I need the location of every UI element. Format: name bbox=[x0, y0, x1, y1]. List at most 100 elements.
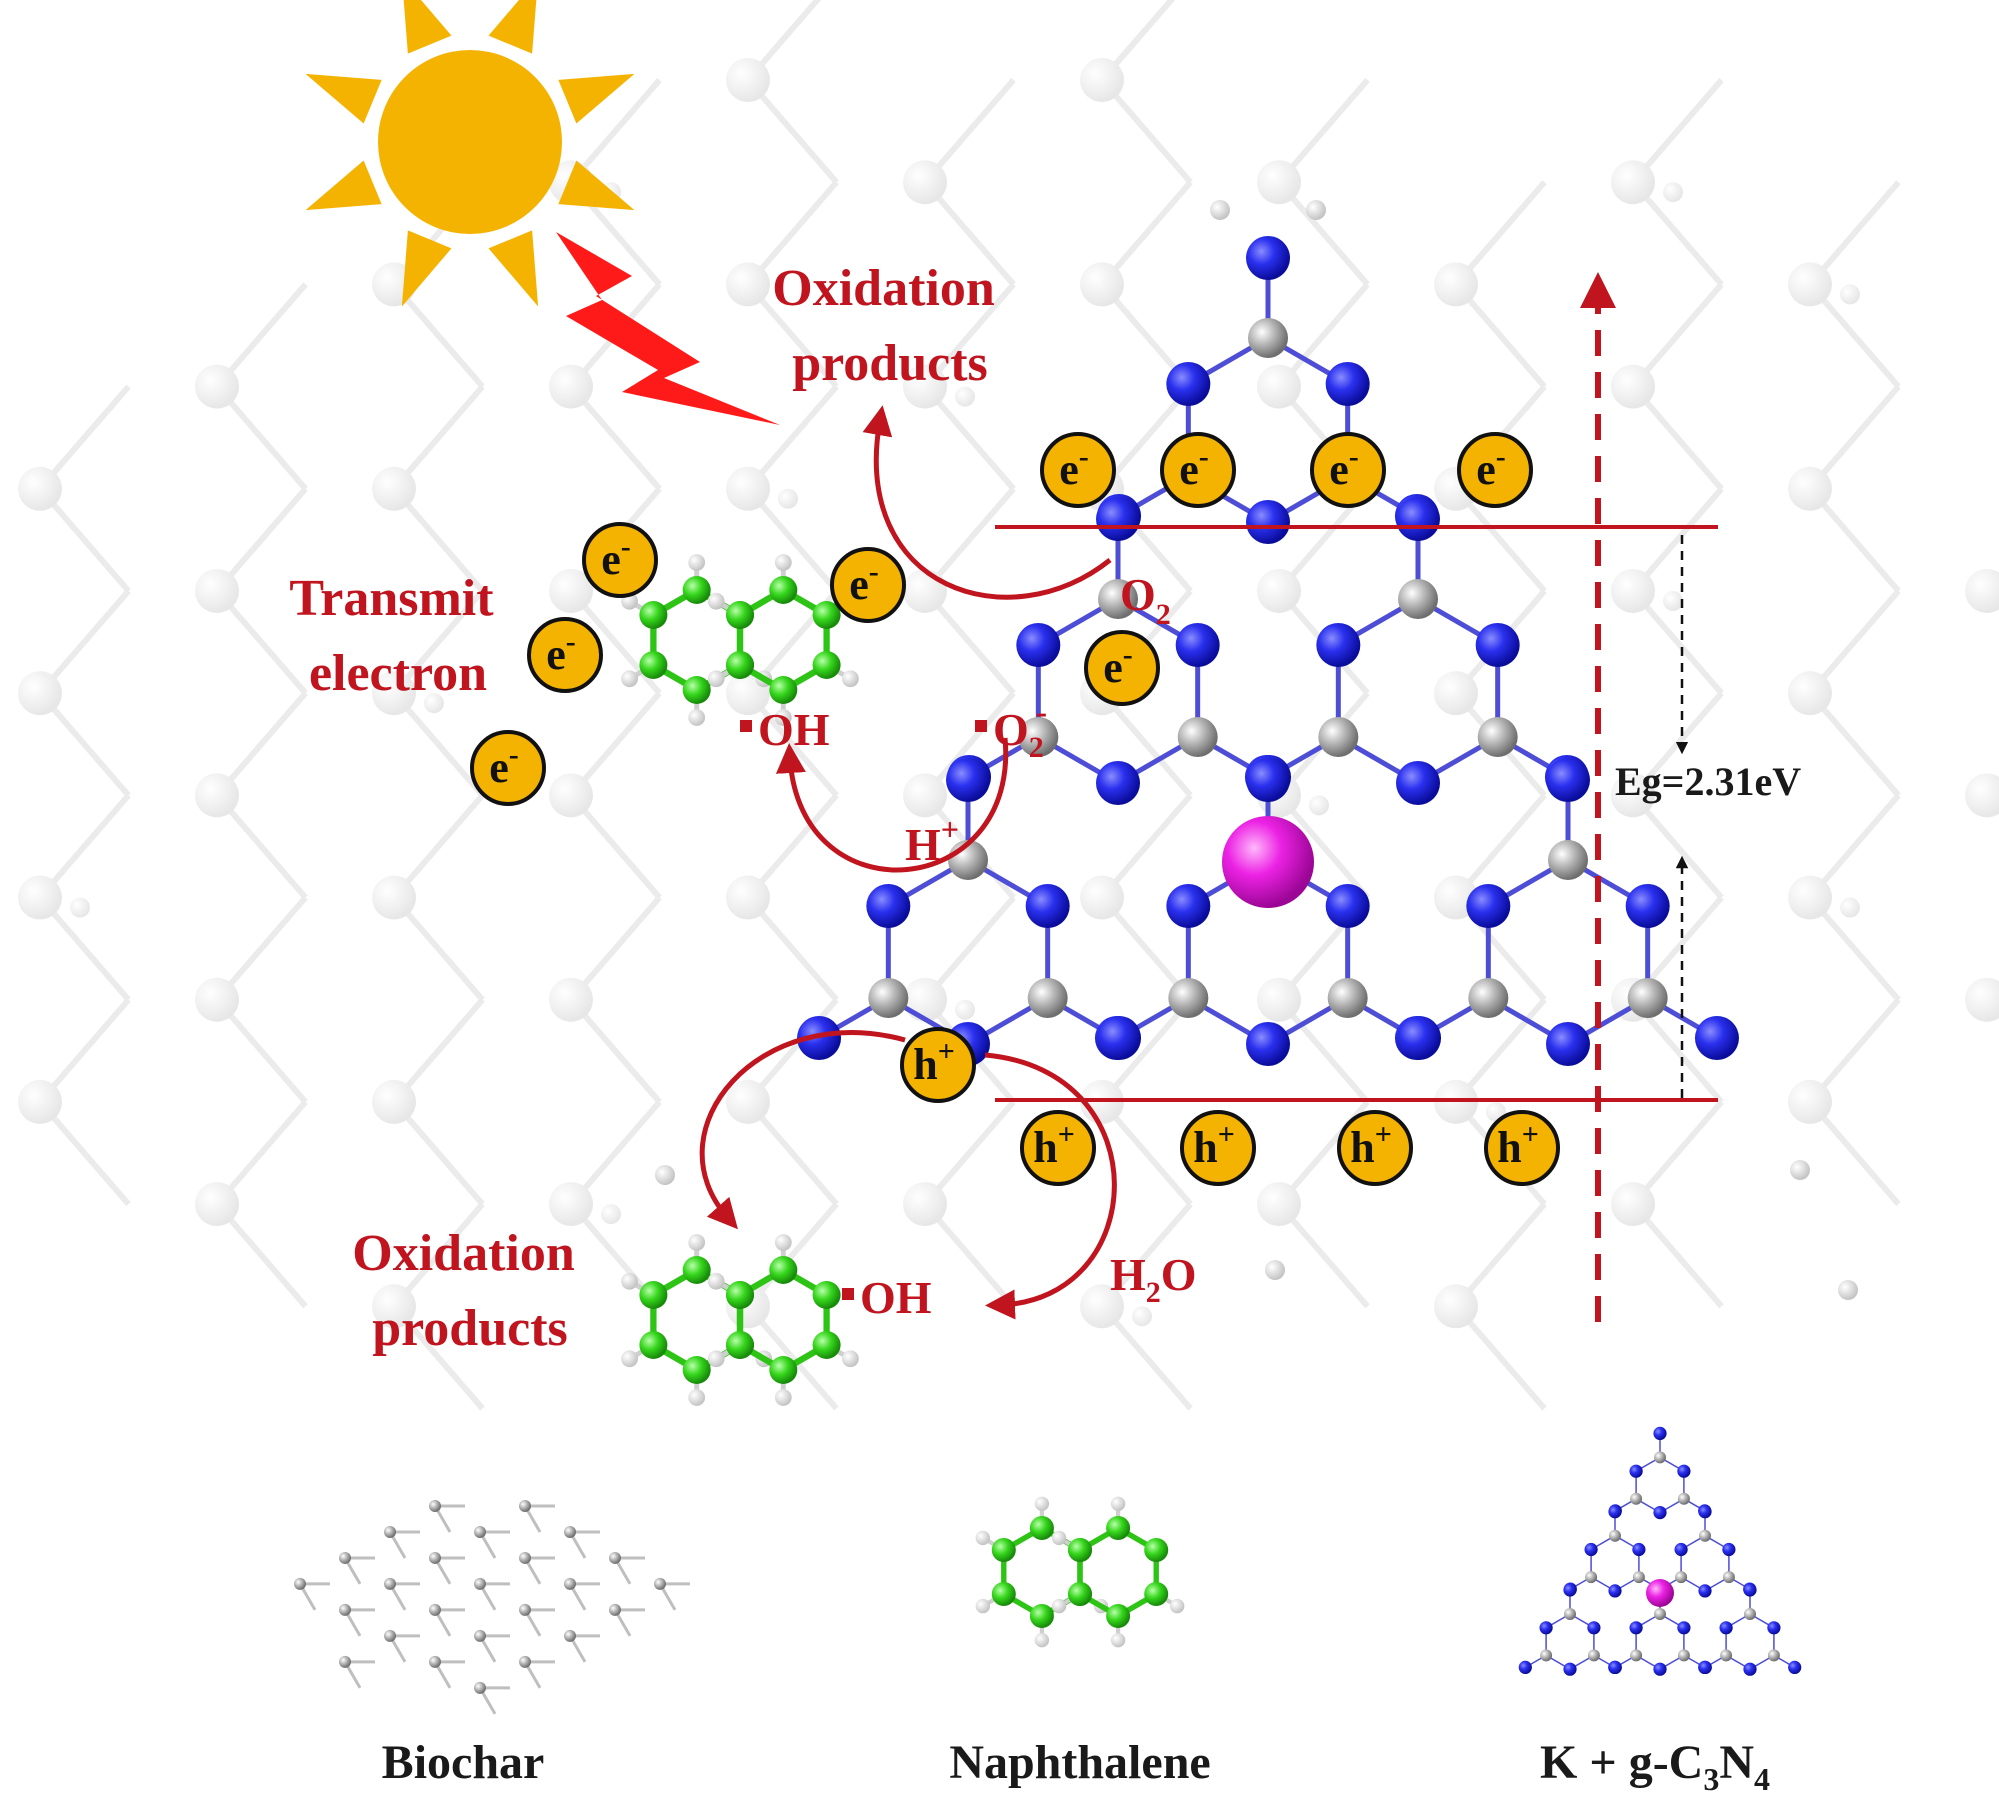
biochar-atom bbox=[429, 1655, 441, 1668]
hydrogen-atom bbox=[707, 1350, 725, 1368]
ghost-atom bbox=[726, 58, 770, 102]
ghost-atom bbox=[1434, 1284, 1478, 1329]
nitrogen-atom bbox=[1096, 761, 1140, 805]
nitrogen-atom bbox=[1653, 1662, 1667, 1676]
ghost-bond bbox=[745, 793, 839, 900]
nitrogen-atom bbox=[1246, 758, 1290, 802]
ghost-atom bbox=[195, 773, 239, 818]
water-label: H2O bbox=[1110, 1249, 1197, 1309]
hydrogen-atom bbox=[707, 1272, 725, 1290]
hydrogen-atom bbox=[1110, 1496, 1126, 1512]
oxidation-products-bottom-label: Oxidation products bbox=[352, 1225, 588, 1357]
naphthalene-carbon-atom bbox=[639, 1281, 668, 1309]
nitrogen-atom bbox=[1653, 1506, 1667, 1520]
nitrogen-atom bbox=[797, 1016, 842, 1060]
superoxide-label: O2- bbox=[993, 694, 1047, 764]
ghost-bond bbox=[1453, 180, 1547, 287]
biochar-atom bbox=[339, 1551, 351, 1564]
carbon-atom bbox=[1677, 1492, 1690, 1505]
hydrogen-atom bbox=[688, 709, 706, 726]
carrier-circle bbox=[1084, 630, 1160, 706]
ghost-bond bbox=[1630, 384, 1724, 491]
ghost-bond bbox=[1807, 895, 1901, 1002]
ghost-atom bbox=[903, 1182, 947, 1227]
hydrogen-atom bbox=[707, 670, 725, 688]
legend-biochar-label: Biochar bbox=[382, 1736, 545, 1789]
ghost-atom bbox=[372, 671, 416, 716]
carbon-atom bbox=[1398, 579, 1438, 619]
nitrogen-atom bbox=[1674, 1542, 1688, 1557]
naphthalene-carbon-atom bbox=[1144, 1538, 1169, 1562]
ghost-atom bbox=[726, 466, 770, 511]
ghost-bond bbox=[568, 691, 662, 798]
kgcn-legend-potassium bbox=[1646, 1579, 1674, 1607]
ghost-atom bbox=[424, 693, 444, 714]
ghost-bond bbox=[1630, 793, 1724, 900]
nitrogen-atom bbox=[1466, 884, 1511, 928]
ghost-bond bbox=[391, 588, 485, 696]
ghost-atom bbox=[70, 897, 90, 918]
ghost-atom bbox=[1257, 160, 1301, 205]
ghost-atom bbox=[1965, 773, 1999, 818]
hydrogen-atom bbox=[655, 1165, 675, 1185]
ghost-bond bbox=[568, 588, 662, 696]
carrier-symbol: e- bbox=[1179, 440, 1209, 494]
hydrogen-atom bbox=[1169, 1598, 1185, 1614]
naphthalene-carbon-atom bbox=[769, 1356, 798, 1384]
carbon-atom bbox=[1722, 1571, 1735, 1584]
ghost-atom bbox=[18, 466, 62, 511]
ghost-atom bbox=[1788, 466, 1832, 511]
hydrogen-atom bbox=[1838, 1280, 1858, 1300]
carbon-atom bbox=[1548, 840, 1588, 880]
oxygen-label: O2 bbox=[1120, 569, 1171, 631]
naphthalene-carbon-atom bbox=[639, 601, 668, 629]
hydrogen-atom bbox=[1110, 1633, 1126, 1648]
ghost-atom bbox=[1611, 568, 1655, 613]
biochar-atom bbox=[429, 1499, 441, 1512]
nitrogen-atom bbox=[1546, 1022, 1590, 1066]
ghost-bond bbox=[214, 793, 308, 900]
biochar-atom bbox=[519, 1499, 531, 1512]
electron-carrier: e- bbox=[1457, 432, 1533, 508]
electron-carrier: e- bbox=[470, 730, 546, 806]
biochar-atom bbox=[519, 1603, 531, 1616]
hydroxyl-radical-bottom-label: OH bbox=[860, 1272, 932, 1323]
carbon-atom bbox=[1630, 1492, 1643, 1505]
ghost-atom bbox=[1788, 875, 1832, 920]
biochar-atom bbox=[474, 1577, 486, 1590]
naphthalene-carbon-atom bbox=[639, 651, 668, 679]
sun-ray bbox=[488, 0, 537, 54]
ghost-atom bbox=[18, 1079, 62, 1124]
hydrogen-atom bbox=[621, 1350, 638, 1368]
carbon-atom bbox=[1609, 1529, 1621, 1542]
biochar-atom bbox=[339, 1655, 351, 1668]
naphthalene-carbon-atom bbox=[682, 676, 711, 704]
ghost-bond bbox=[391, 1099, 485, 1207]
ghost-atom bbox=[195, 568, 239, 613]
ghost-atom bbox=[195, 1182, 239, 1227]
ghost-atom bbox=[1434, 671, 1478, 716]
nitrogen-atom bbox=[1475, 623, 1520, 667]
biochar-atom bbox=[564, 1629, 576, 1642]
carrier-symbol: e- bbox=[489, 738, 519, 792]
ghost-atom bbox=[903, 773, 947, 818]
ghost-atom bbox=[1788, 1079, 1832, 1124]
electron-carrier: e- bbox=[582, 522, 658, 598]
ghost-bond bbox=[745, 78, 839, 185]
carbon-atom bbox=[1248, 318, 1288, 358]
carbon-atom bbox=[1318, 717, 1359, 757]
electron-carrier: e- bbox=[1310, 432, 1386, 508]
naphthalene-carbon-atom bbox=[812, 1281, 841, 1309]
naphthalene-carbon-atom bbox=[1106, 1604, 1131, 1628]
nitrogen-atom bbox=[1097, 1016, 1142, 1060]
ghost-bond bbox=[214, 486, 308, 593]
ghost-atom bbox=[549, 977, 593, 1022]
ghost-atom bbox=[1080, 1284, 1124, 1329]
ghost-bond bbox=[1630, 1099, 1724, 1207]
nitrogen-atom bbox=[1025, 884, 1070, 928]
hydrogen-atom bbox=[975, 1598, 991, 1614]
nitrogen-atom bbox=[1546, 758, 1590, 802]
ghost-bond bbox=[214, 691, 308, 798]
ghost-bond bbox=[1099, 180, 1193, 287]
naphthalene-carbon-atom bbox=[682, 576, 711, 604]
